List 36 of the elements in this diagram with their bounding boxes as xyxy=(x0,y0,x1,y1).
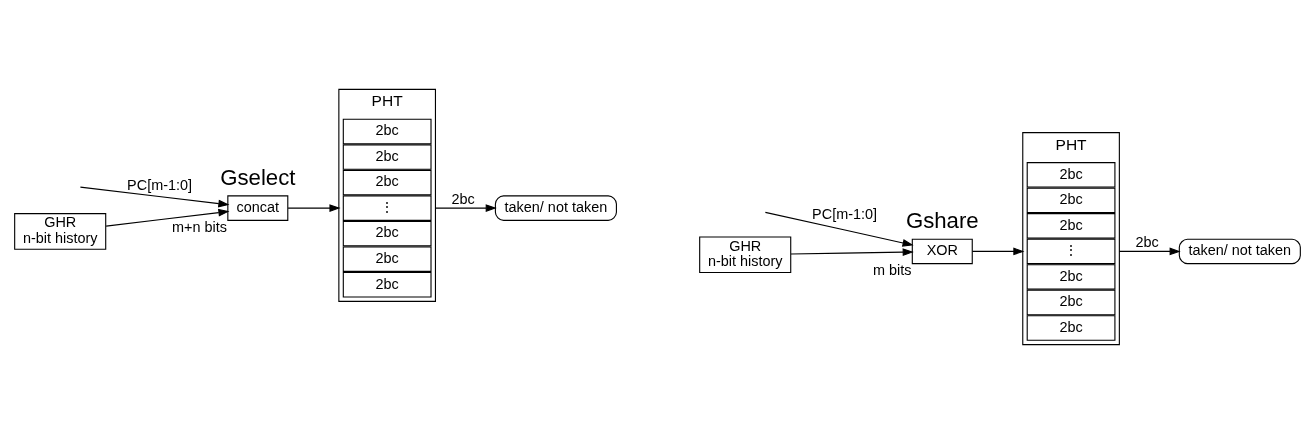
node-box: GHR n-bit history xyxy=(14,212,107,250)
node-box: 2bc xyxy=(1026,289,1116,315)
node-box: 2bc xyxy=(1026,187,1116,213)
label: Gselect xyxy=(220,164,296,190)
node-box: 2bc xyxy=(342,245,432,272)
node-box: 2bc xyxy=(342,220,432,246)
node-box: 2bc xyxy=(342,271,432,297)
node-box: 2bc xyxy=(1026,212,1116,239)
node-label: m+n bits xyxy=(172,218,227,235)
node-box: ⋮ xyxy=(342,194,432,221)
edge-label: PC[m-1:0] xyxy=(812,205,878,222)
arrow xyxy=(105,208,230,227)
node-box: 2bc xyxy=(342,118,432,144)
node-box: GHR n-bit history xyxy=(699,235,792,273)
node-box: 2bc xyxy=(1026,161,1116,188)
arrow xyxy=(971,247,1025,255)
node-box: concat xyxy=(227,194,289,221)
edge-label: 2bc xyxy=(1135,233,1159,250)
node-box: ⋮ xyxy=(1026,238,1116,264)
node-box: 2bc xyxy=(342,169,432,195)
node-label: m bits xyxy=(873,261,912,278)
node-box: 2bc xyxy=(1026,314,1116,341)
arrow xyxy=(790,247,914,256)
edge-label: PC[m-1:0] xyxy=(127,176,193,193)
node-box: 2bc xyxy=(342,143,432,170)
arrow xyxy=(1118,247,1181,255)
node-box: taken/ not taken xyxy=(1178,238,1301,264)
arrow xyxy=(79,186,230,207)
arrow xyxy=(764,211,914,247)
node-box: taken/ not taken xyxy=(494,194,617,221)
node-box: 2bc xyxy=(1026,263,1116,290)
label: Gshare xyxy=(905,207,979,233)
edge-label: 2bc xyxy=(451,190,475,207)
arrow xyxy=(434,203,497,212)
arrow xyxy=(287,203,341,212)
node-box: XOR xyxy=(911,238,973,264)
